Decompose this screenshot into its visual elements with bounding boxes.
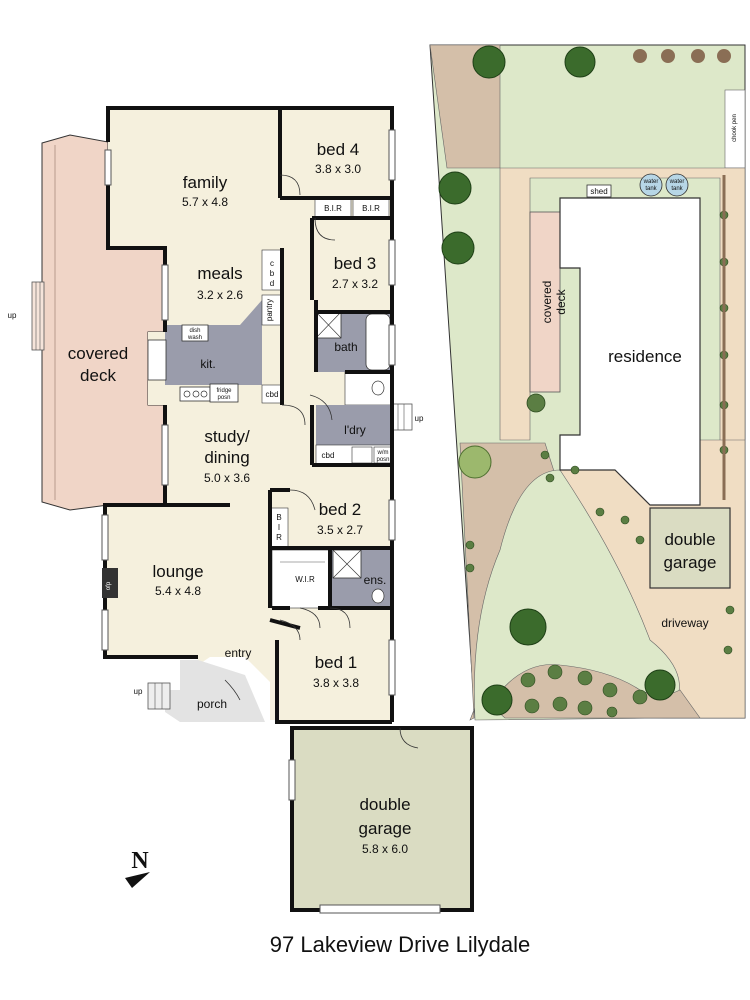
fixture-fridge-2: posn	[217, 395, 230, 401]
site-water-tank-2a: water	[669, 179, 685, 185]
up-label-deck: up	[8, 311, 17, 320]
room-lounge-dims: 5.4 x 4.8	[155, 584, 201, 598]
door-swings	[224, 174, 351, 701]
site-shed-label: shed	[590, 187, 607, 196]
up-label-laundry: up	[415, 414, 424, 423]
site-residence-label: residence	[608, 347, 682, 366]
site-shed	[586, 184, 612, 198]
site-plan	[429, 44, 746, 721]
garage-area	[290, 726, 474, 912]
room-garage-2: garage	[359, 819, 412, 838]
dishwasher	[181, 324, 209, 342]
site-covered-deck	[529, 211, 561, 393]
garage-door	[319, 904, 441, 914]
floor-plan	[31, 106, 474, 914]
toilet	[371, 380, 385, 396]
room-garage-dims: 5.8 x 6.0	[362, 842, 408, 856]
fixture-fridge-1: fridge	[216, 388, 232, 394]
small-shrubs	[465, 210, 735, 718]
room-meals: meals	[197, 264, 242, 283]
ensuite-toilet	[371, 588, 385, 604]
room-family-dims: 5.7 x 4.8	[182, 195, 228, 209]
room-bed3: bed 3	[334, 254, 377, 273]
site-residence	[559, 197, 701, 506]
site-chook-pen-label: chook pen	[732, 114, 738, 142]
compass-arrow	[125, 872, 150, 888]
room-porch: porch	[197, 697, 227, 711]
fixture-dishwash-2: wash	[187, 335, 202, 341]
site-water-tank-1b: tank	[645, 186, 657, 192]
room-bed2-dims: 3.5 x 2.7	[317, 523, 363, 537]
fixture-cbd-v2: b	[270, 269, 275, 278]
walls	[103, 106, 394, 724]
fridge-position	[209, 383, 239, 403]
fixture-pantry: pantry	[265, 299, 274, 321]
fixture-cbd-v3: d	[270, 279, 274, 288]
trees	[438, 45, 731, 716]
room-entry: entry	[225, 646, 252, 660]
room-study-dims: 5.0 x 3.6	[204, 471, 250, 485]
porch-area	[165, 660, 265, 722]
room-lounge: lounge	[152, 562, 203, 581]
deck-steps	[31, 281, 45, 351]
room-bath: bath	[334, 340, 357, 354]
site-labels: residence covered deck double garage dri…	[540, 114, 738, 630]
room-bed3-dims: 2.7 x 3.2	[332, 277, 378, 291]
fixture-wm-1: w/m	[377, 450, 389, 456]
room-bed2: bed 2	[319, 500, 362, 519]
site-water-tank-2b: tank	[671, 186, 683, 192]
fixture-cbd-kitchen: cbd	[266, 390, 279, 399]
fixture-dishwash-1: dish	[189, 328, 200, 334]
site-garage-label-2: garage	[664, 553, 717, 572]
up-label-porch: up	[134, 687, 143, 696]
fireplace	[102, 568, 118, 598]
fixture-cbd-laundry: cbd	[322, 451, 335, 460]
site-deck-label-2: deck	[554, 288, 568, 314]
porch-steps	[147, 682, 171, 710]
room-study-1: study/	[204, 427, 250, 446]
water-tank-2	[665, 173, 689, 197]
site-garage-label-1: double	[664, 530, 715, 549]
bathtub	[365, 313, 391, 371]
room-bed4-dims: 3.8 x 3.0	[315, 162, 361, 176]
site-water-tank-1a: water	[643, 179, 659, 185]
fixture-bir-2: B.I.R	[362, 204, 380, 213]
site-deck-label-1: covered	[540, 281, 554, 324]
fixture-wm-2: posn	[376, 457, 389, 463]
compass-north: N	[131, 848, 149, 874]
water-tank-1	[639, 173, 663, 197]
room-wir: W.I.R	[295, 575, 315, 584]
room-study-2: dining	[204, 448, 249, 467]
kitchen-area	[165, 300, 262, 385]
fixture-bir-v3: R	[276, 533, 282, 542]
kitchen-sink	[147, 339, 167, 381]
fixture-bir-v2: I	[278, 523, 280, 532]
fixture-bir-1: B.I.R	[324, 204, 342, 213]
cooktop	[179, 386, 211, 402]
site-garage	[649, 507, 731, 589]
fixture-ofp: ofp	[106, 581, 112, 590]
trough	[351, 446, 373, 464]
room-garage-1: double	[359, 795, 410, 814]
room-covered-deck-2: deck	[80, 366, 116, 385]
room-bed1: bed 1	[315, 653, 358, 672]
windows	[101, 129, 396, 696]
property-address: 97 Lakeview Drive Lilydale	[270, 932, 530, 957]
room-meals-dims: 3.2 x 2.6	[197, 288, 243, 302]
room-ensuite: ens.	[364, 573, 387, 587]
room-family: family	[183, 173, 228, 192]
room-bed1-dims: 3.8 x 3.8	[313, 676, 359, 690]
fixture-cbd-v1: c	[270, 259, 274, 268]
room-labels: family 5.7 x 4.8 bed 4 3.8 x 3.0 meals 3…	[8, 140, 424, 874]
room-kitchen: kit.	[200, 357, 215, 371]
site-driveway-label: driveway	[661, 616, 708, 630]
wir-area	[271, 549, 331, 609]
room-bed4: bed 4	[317, 140, 360, 159]
room-laundry: l'dry	[344, 423, 366, 437]
laundry-steps	[391, 403, 413, 431]
fixture-bir-v1: B	[276, 513, 281, 522]
room-covered-deck-1: covered	[68, 344, 128, 363]
